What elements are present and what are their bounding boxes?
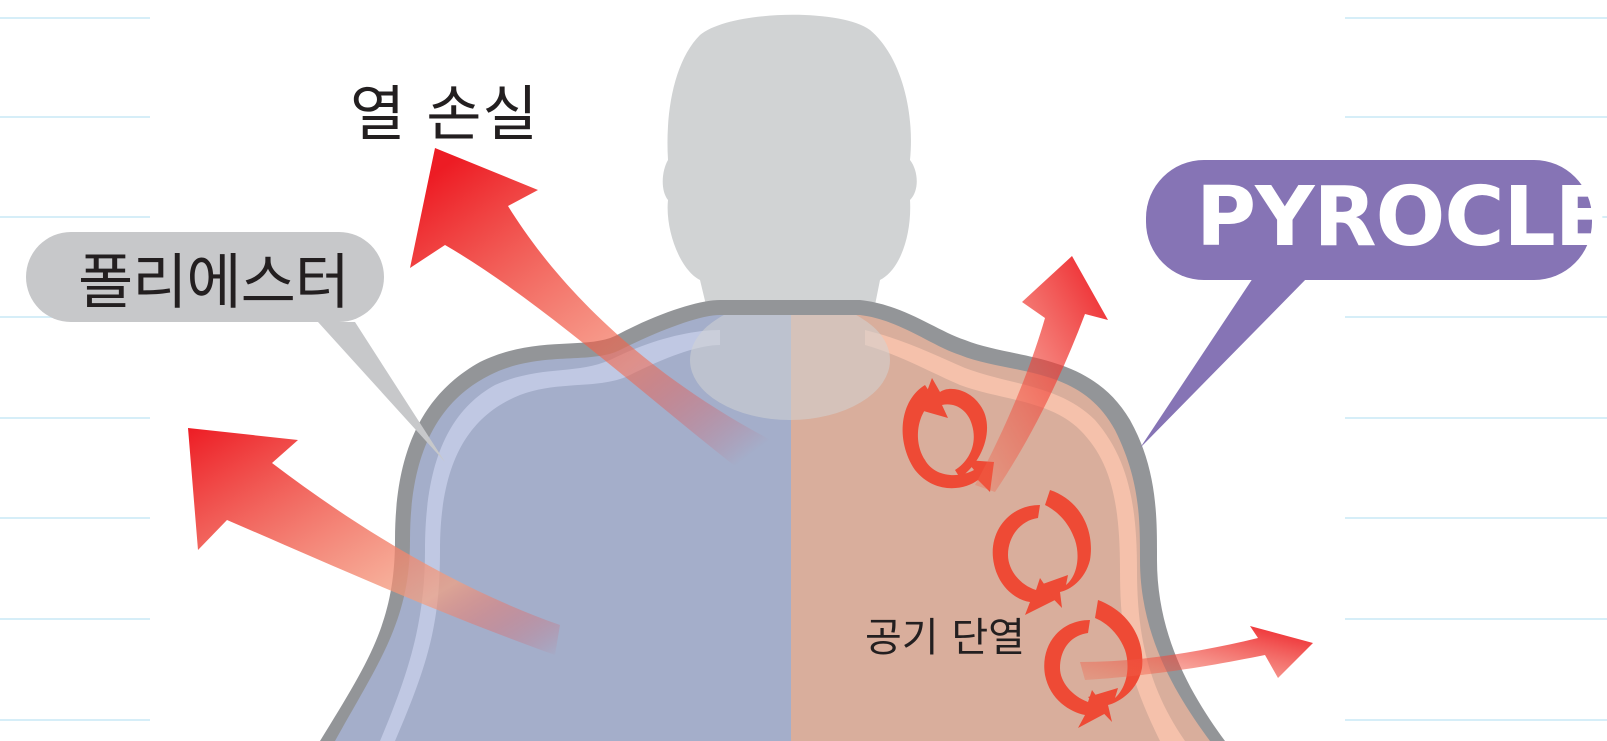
heat-loss-arrow-upper xyxy=(410,148,790,470)
pyrocle-label: PYROCLE xyxy=(1196,170,1607,265)
heat-loss-label: 열 손실 xyxy=(350,80,539,150)
polyester-label: 폴리에스터 xyxy=(78,248,350,318)
heat-loss-arrow-lower xyxy=(188,428,560,655)
polyester-callout xyxy=(26,232,445,462)
pyrocle-callout xyxy=(1140,160,1592,448)
swirl-2 xyxy=(992,490,1091,615)
swirl-3 xyxy=(1044,600,1143,728)
air-insulation-label: 공기 단열 xyxy=(865,615,1025,661)
pyrocle-heat-arrow-upper xyxy=(975,256,1108,492)
swirl-1 xyxy=(902,378,994,492)
air-circulation-swirls xyxy=(902,378,1143,728)
pyrocle-heat-arrow-lower xyxy=(1080,626,1313,680)
